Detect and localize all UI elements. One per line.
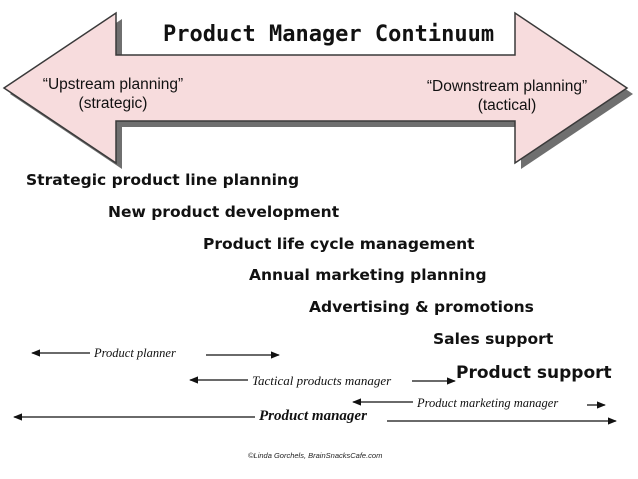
upstream-label: “Upstream planning” (strategic) [28,75,198,113]
activity-new-product-development: New product development [108,203,340,221]
upstream-label-line1: “Upstream planning” [42,76,184,93]
diagram-title: Product Manager Continuum [163,22,495,47]
upstream-label-line2: (strategic) [78,95,148,112]
activity-advertising-promotions: Advertising & promotions [309,298,534,316]
role-tactical-products-manager: Tactical products manager [250,373,394,389]
activity-strategic-product-line-planning: Strategic product line planning [26,171,300,189]
role-product-planner: Product planner [92,346,178,361]
downstream-label-line1: “Downstream planning” [426,78,588,95]
activity-sales-support: Sales support [433,330,554,348]
activity-product-support: Product support [456,363,612,383]
activity-product-life-cycle-management: Product life cycle management [203,235,475,253]
role-product-marketing-manager: Product marketing manager [415,396,561,411]
downstream-label-line2: (tactical) [477,97,537,114]
activity-annual-marketing-planning: Annual marketing planning [249,266,487,284]
downstream-label: “Downstream planning” (tactical) [408,77,606,115]
credit-text: ©Linda Gorchels, BrainSnacksCafe.com [248,451,383,460]
role-product-manager: Product manager [257,408,369,425]
continuum-arrow [2,11,629,165]
